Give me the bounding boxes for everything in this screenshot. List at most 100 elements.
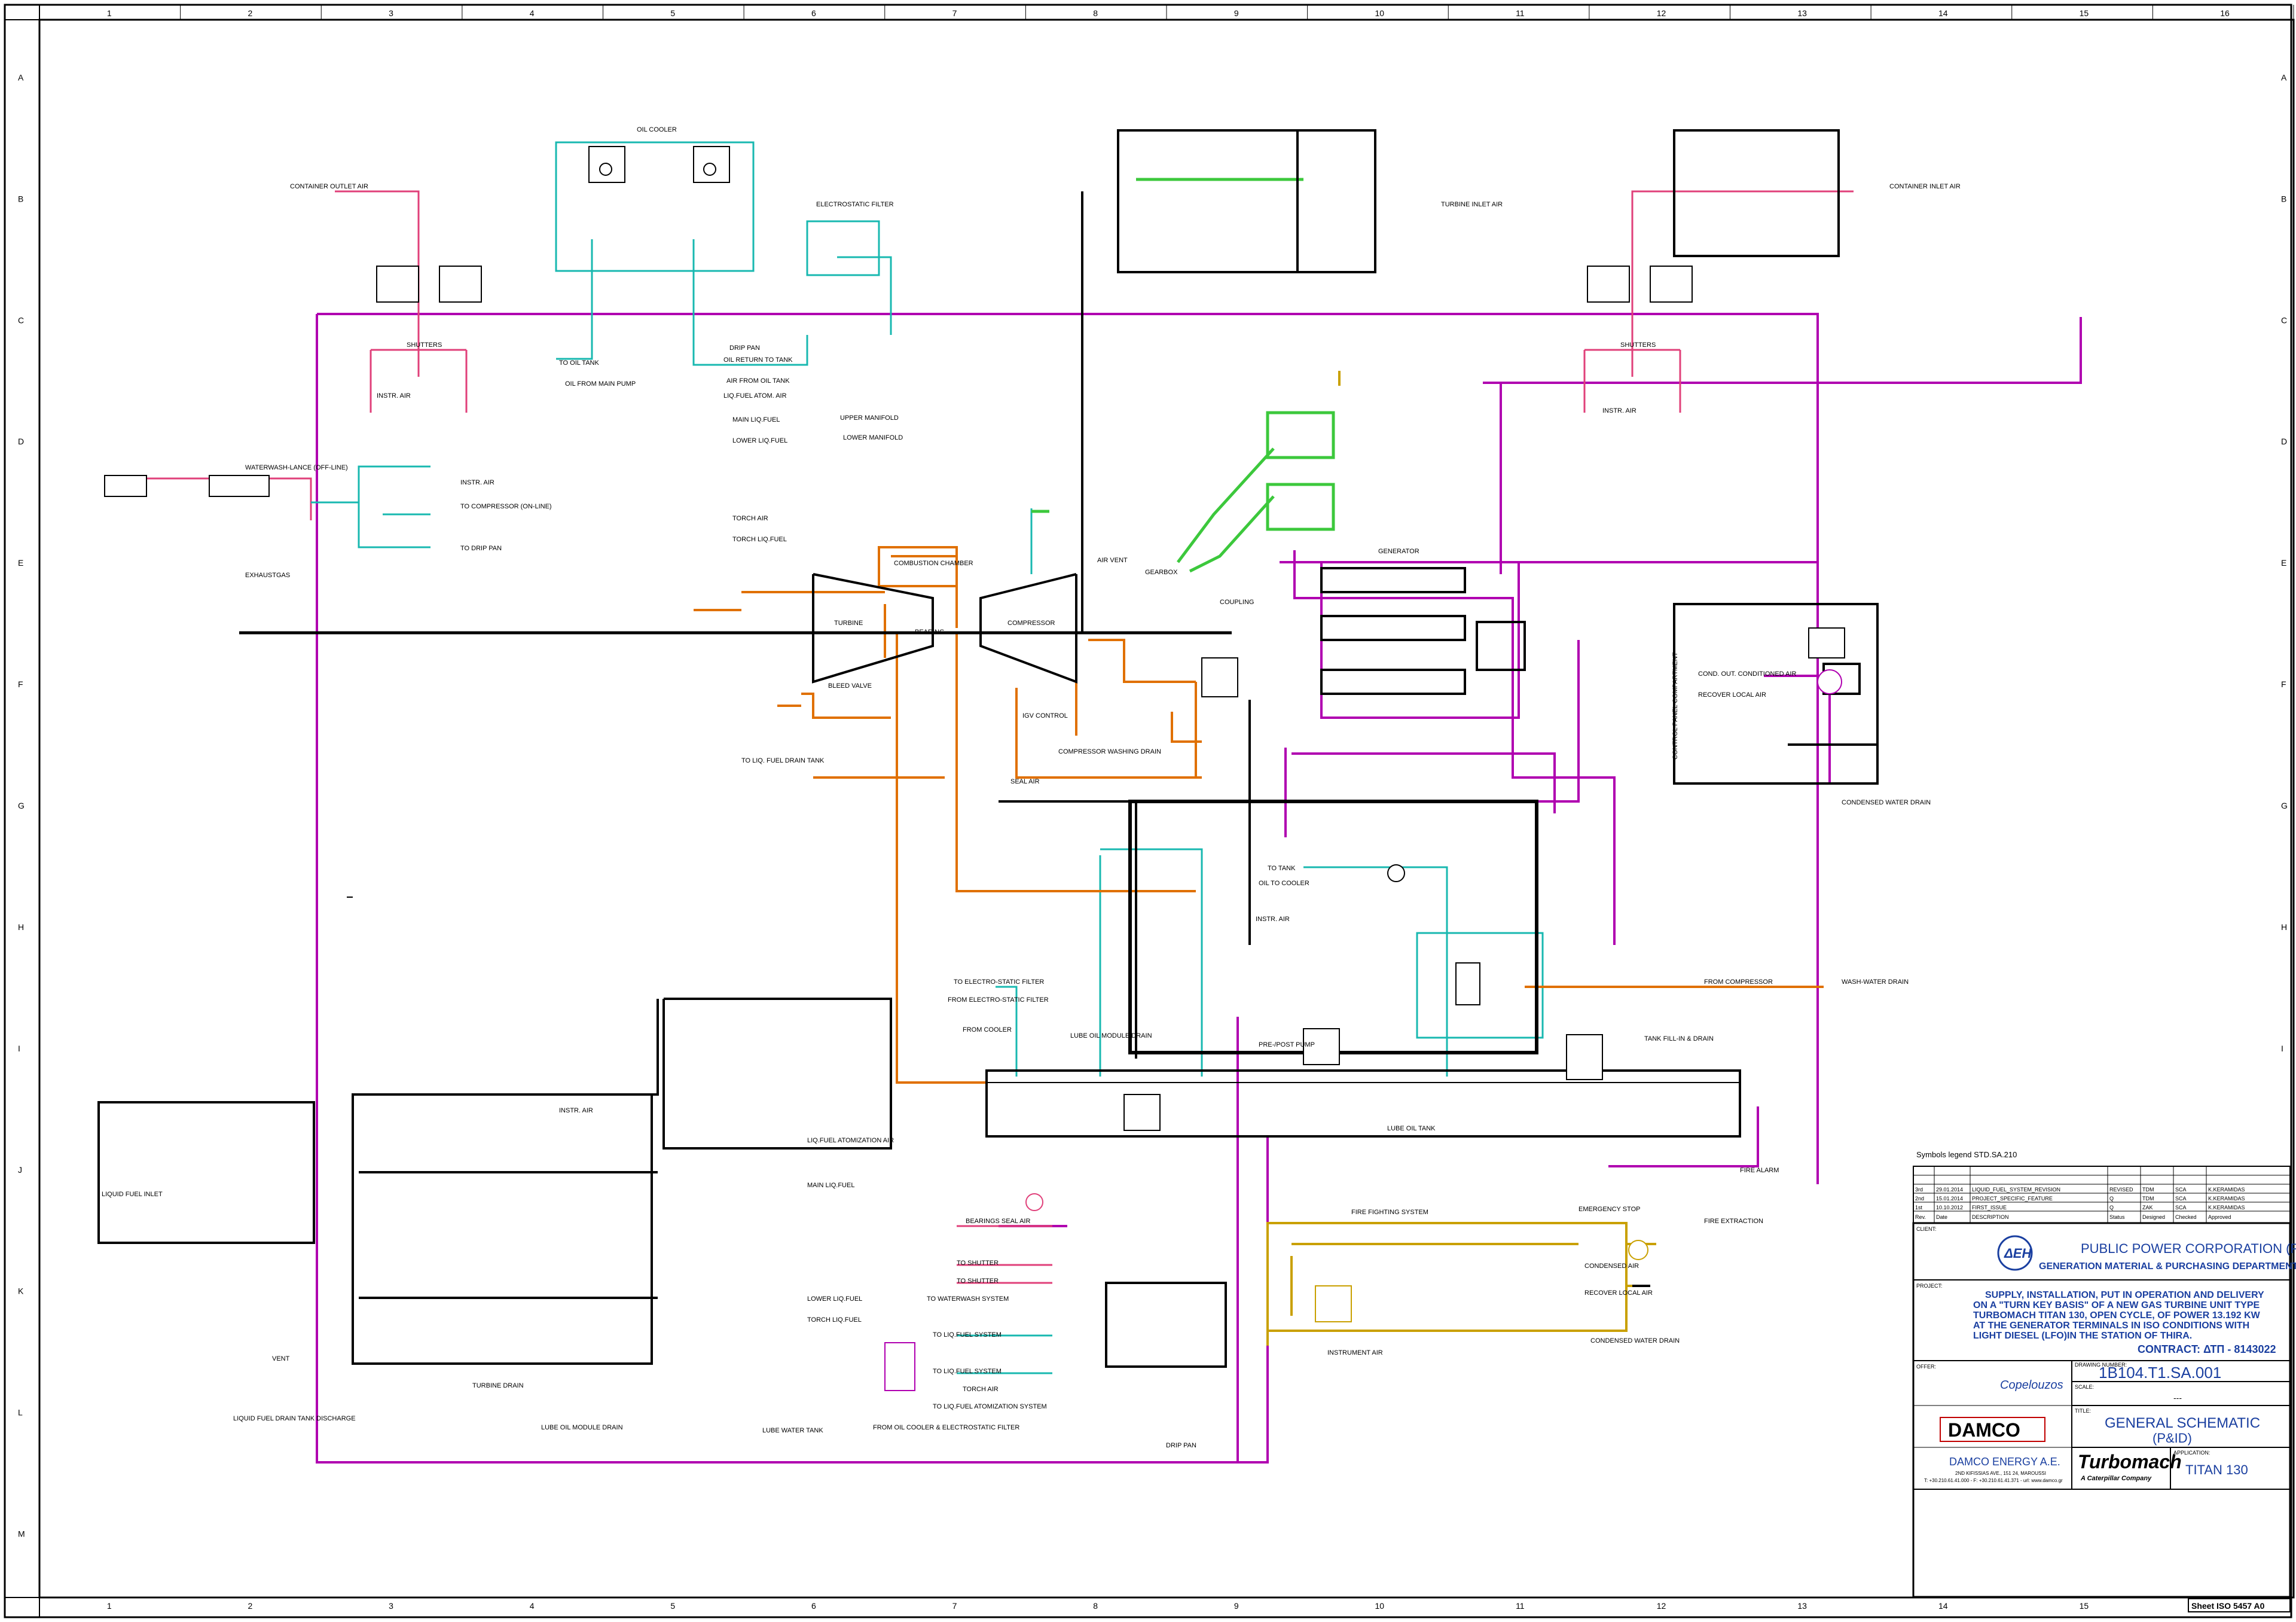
label-lube-oil-tank: LUBE OIL TANK (1387, 1125, 1436, 1132)
label-from-cooler: FROM COOLER (963, 1026, 1012, 1033)
label-pre-post-pump: PRE-/POST PUMP (1259, 1041, 1315, 1048)
grid-col-16-top: 16 (2220, 8, 2230, 18)
revision-cell: 29.01.2014 (1936, 1187, 1963, 1193)
grid-row-G-left: G (18, 801, 25, 810)
project-description: SUPPLY, INSTALLATION, PUT IN OPERATION A… (1973, 1290, 2264, 1341)
copelouzos-logo: Copelouzos (2000, 1379, 2063, 1392)
revision-header-cell: Checked (2175, 1214, 2197, 1220)
label-shutters-right: SHUTTERS (1620, 342, 1656, 349)
label-instr-air-d: INSTR. AIR (460, 479, 494, 486)
revision-cell: 15.01.2014 (1936, 1196, 1963, 1202)
label-condensed-air: CONDENSED AIR (1584, 1263, 1639, 1270)
label-instr-air-g: INSTR. AIR (1256, 916, 1290, 923)
offer-label: OFFER: (1916, 1364, 1936, 1370)
grid-col-15-top: 15 (2080, 8, 2089, 18)
grid-col-2-bottom: 2 (248, 1601, 252, 1611)
damco-logo-text: DAMCO (1948, 1419, 2020, 1441)
label-emergency-stop: EMERGENCY STOP (1578, 1206, 1641, 1213)
label-oil-to-cooler: OIL TO COOLER (1259, 880, 1309, 887)
label-coupling: COUPLING (1220, 599, 1254, 606)
grid-row-E-left: E (18, 558, 23, 568)
label-liquid-fuel-inlet: LIQUID FUEL INLET (102, 1191, 163, 1198)
grid-col-4-bottom: 4 (530, 1601, 535, 1611)
grid-col-2-top: 2 (248, 8, 252, 18)
revision-cell: 10.10.2012 (1936, 1205, 1963, 1211)
label-to-waterwash-system: TO WATERWASH SYSTEM (927, 1295, 1009, 1303)
label-wash-water-drain: WASH-WATER DRAIN (1842, 978, 1909, 986)
revision-header-cell: Status (2109, 1214, 2125, 1220)
title-block: CLIENT: ΔΕΗ PUBLIC POWER CORPORATION (PP… (1912, 1222, 2296, 1598)
grid-col-4-top: 4 (530, 8, 535, 18)
grid-column-markers: 1122334455667788991010111112121313141415… (107, 5, 2294, 1611)
grid-row-J-left: J (18, 1165, 22, 1175)
revision-cell: K.KERAMIDAS (2208, 1205, 2245, 1211)
scale-label: SCALE: (2075, 1384, 2094, 1390)
label-bleed-valve: BLEED VALVE (828, 682, 872, 690)
grid-col-8-top: 8 (1093, 8, 1098, 18)
label-instrument-air: INSTRUMENT AIR (1327, 1349, 1383, 1356)
title-line-1: GENERAL SCHEMATIC (2105, 1415, 2260, 1431)
label-liq-fuel-atom-air: LIQ.FUEL ATOM. AIR (723, 392, 787, 400)
project-line: ON A "TURN KEY BASIS" OF A NEW GAS TURBI… (1973, 1300, 2260, 1310)
grid-col-13-top: 13 (1797, 8, 1807, 18)
project-line: SUPPLY, INSTALLATION, PUT IN OPERATION A… (1985, 1290, 2264, 1300)
application-value: TITAN 130 (2185, 1462, 2248, 1477)
grid-col-12-bottom: 12 (1657, 1601, 1666, 1611)
title-label: TITLE: (2075, 1408, 2091, 1414)
label-turbine: TURBINE (834, 620, 863, 627)
label-container-outlet-air: CONTAINER OUTLET AIR (290, 183, 368, 190)
label-instr-air-right: INSTR. AIR (1602, 407, 1636, 414)
black-pipe-network (97, 129, 1879, 1368)
label-tank-fill-in-drain: TANK FILL-IN & DRAIN (1644, 1035, 1714, 1042)
grid-col-13-bottom: 13 (1797, 1601, 1807, 1611)
label-fire-extraction: FIRE EXTRACTION (1704, 1218, 1763, 1225)
label-lower-liq-fuel-k: LOWER LIQ.FUEL (807, 1295, 862, 1303)
label-condensed-water-drain: CONDENSED WATER DRAIN (1842, 799, 1931, 806)
diagram-labels: OIL COOLER ELECTROSTATIC FILTER CONTAINE… (102, 126, 2017, 1449)
label-main-liq-fuel-k: MAIN LIQ.FUEL (807, 1182, 854, 1189)
label-waterwash-lance: WATERWASH-LANCE (OFF-LINE) (245, 464, 348, 471)
damco-energy: DAMCO ENERGY A.E. (1949, 1456, 2060, 1468)
label-fire-fighting-system: FIRE FIGHTING SYSTEM (1351, 1209, 1428, 1216)
label-torch-air-k: TORCH AIR (963, 1386, 999, 1393)
label-recover-local-air-k: RECOVER LOCAL AIR (1584, 1289, 1653, 1297)
grid-row-A-right: A (2281, 72, 2287, 82)
revision-cell: K.KERAMIDAS (2208, 1187, 2245, 1193)
label-bearings-seal-air: BEARINGS SEAL AIR (966, 1218, 1030, 1225)
label-lube-oil-module-drain: LUBE OIL MODULE DRAIN (1070, 1032, 1152, 1039)
label-to-oil-tank: TO OIL TANK (559, 359, 599, 367)
grid-col-3-bottom: 3 (389, 1601, 393, 1611)
grid-col-15-bottom: 15 (2080, 1601, 2089, 1611)
grid-col-5-top: 5 (670, 8, 675, 18)
damco-logo: DAMCO (1940, 1417, 2045, 1442)
turbomach-logo: Turbomach (2078, 1451, 2182, 1472)
label-from-oil-cooler-filter: FROM OIL COOLER & ELECTROSTATIC FILTER (873, 1424, 1019, 1431)
drawing-number: 1B104.T1.SA.001 (2099, 1364, 2221, 1382)
label-lower-liq-fuel: LOWER LIQ.FUEL (732, 437, 787, 444)
teal-pipe-network (311, 141, 1544, 1374)
ppc-logo: ΔΕΗ (1997, 1235, 2033, 1271)
sheet-size-label: Sheet ISO 5457 A0 (2188, 1598, 2291, 1612)
label-lube-water-tank: LUBE WATER TANK (762, 1427, 823, 1434)
grid-col-5-bottom: 5 (670, 1601, 675, 1611)
grid-row-B-right: B (2281, 194, 2286, 203)
label-liq-fuel-atomization-air: LIQ.FUEL ATOMIZATION AIR (807, 1137, 894, 1144)
label-control-panel-compartment: CONTROL PANEL COMPARTMENT (1672, 652, 1679, 760)
revision-cell: SCA (2175, 1187, 2187, 1193)
grid-col-11-bottom: 11 (1516, 1601, 1525, 1611)
label-to-shutter-2: TO SHUTTER (957, 1278, 999, 1285)
label-to-compressor: TO COMPRESSOR (ON-LINE) (460, 503, 552, 510)
orange-pipe-network (694, 546, 1824, 1084)
scale-value: --- (2173, 1393, 2182, 1403)
project-line: LIGHT DIESEL (LFO)IN THE STATION OF THIR… (1973, 1331, 2192, 1341)
grid-col-1-bottom: 1 (107, 1601, 112, 1611)
label-instr-air-left: INSTR. AIR (377, 392, 411, 400)
drawing-number-label: DRAWING NUMBER: (2075, 1362, 2127, 1368)
revision-cell: 2nd (1915, 1196, 1924, 1202)
equipment-symbols (104, 146, 1845, 1391)
label-turbine-inlet-air: TURBINE INLET AIR (1441, 201, 1503, 208)
revision-cell: PROJECT_SPECIFIC_FEATURE (1972, 1196, 2053, 1202)
label-turbine-drain: TURBINE DRAIN (472, 1382, 524, 1389)
